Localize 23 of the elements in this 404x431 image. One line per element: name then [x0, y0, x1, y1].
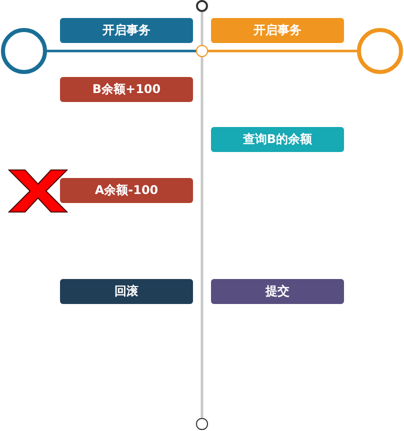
step-label: 回滚 [114, 283, 138, 300]
ring-node [1, 28, 47, 74]
timeline-dot [196, 45, 208, 57]
connector-line [47, 50, 196, 52]
connector-line [208, 50, 357, 52]
step-box [60, 178, 193, 203]
step-box [60, 18, 193, 43]
step-label: B余额+100 [92, 81, 161, 98]
step-label: 开启事务 [102, 22, 150, 39]
step-label: 提交 [266, 283, 290, 300]
timeline-dot [196, 0, 208, 12]
step-box [60, 77, 193, 102]
connector-line [200, 56, 204, 418]
timeline-dot [196, 418, 208, 430]
connector-line [200, 12, 204, 46]
step-box [211, 18, 344, 43]
ring-node [357, 28, 403, 74]
step-label: 开启事务 [254, 22, 302, 39]
step-label: 查询B的余额 [242, 131, 312, 148]
step-label: A余额-100 [94, 182, 158, 199]
step-box [211, 279, 344, 304]
step-box [60, 279, 193, 304]
step-box [211, 127, 344, 152]
